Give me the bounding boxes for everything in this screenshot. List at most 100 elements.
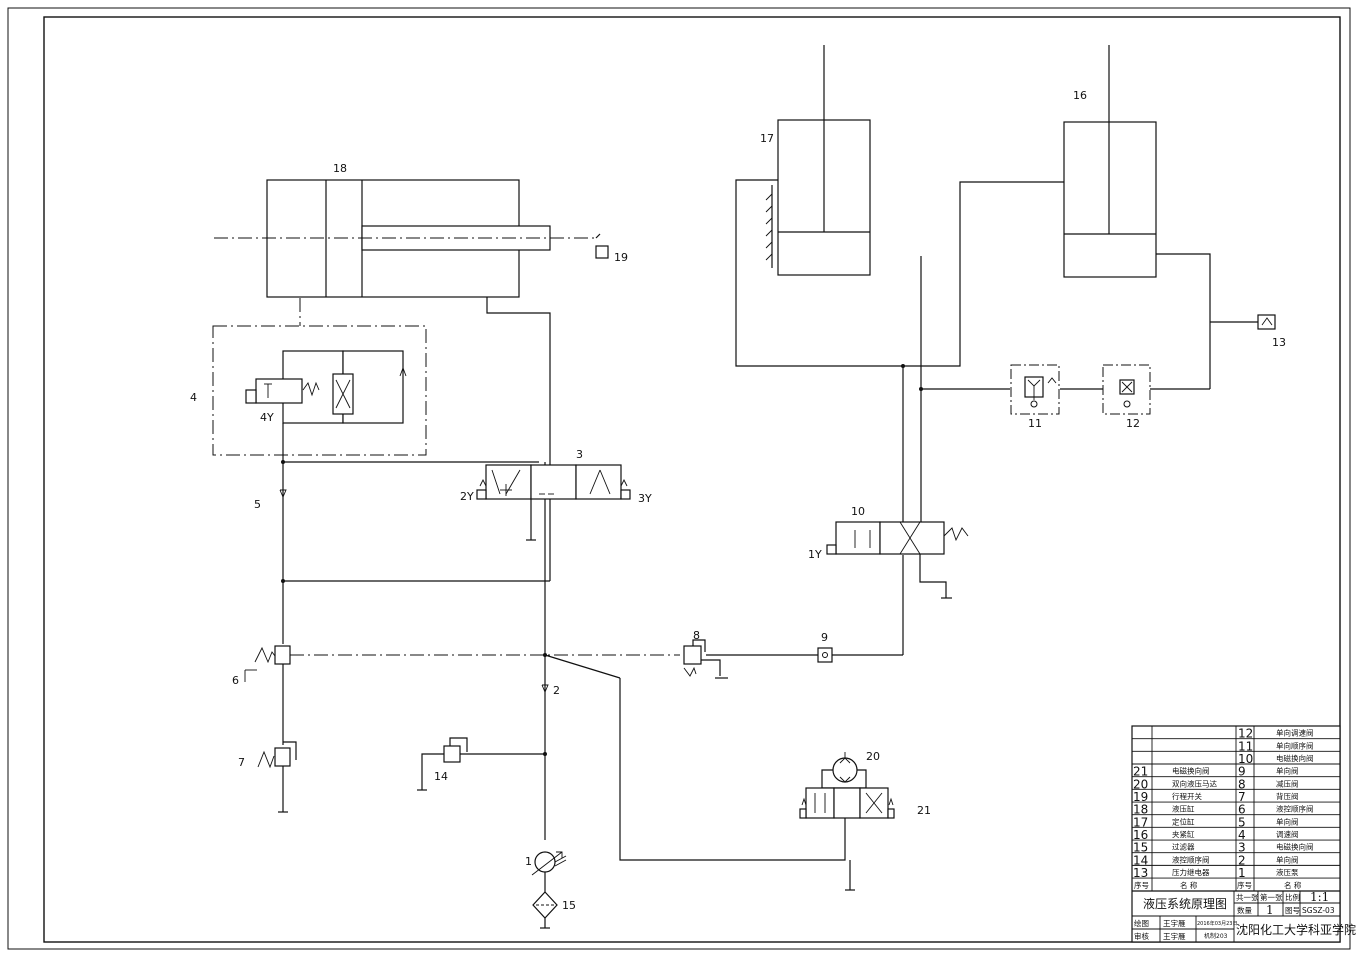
label-15: 15: [562, 899, 576, 912]
parts-row-number: 14: [1133, 853, 1148, 867]
parts-row-name: 调速阀: [1276, 830, 1299, 839]
parts-row-name: 单向阀: [1276, 766, 1299, 776]
parts-row-number: 13: [1133, 866, 1148, 880]
label-11: 11: [1028, 417, 1042, 430]
label-7: 7: [238, 756, 245, 769]
parts-row-name: 定位缸: [1172, 816, 1195, 826]
label-20: 20: [866, 750, 880, 763]
label-4y: 4Y: [260, 411, 274, 424]
label-1: 1: [525, 855, 532, 868]
sheets-total: 共一张: [1236, 893, 1259, 902]
parts-row-name: 液压缸: [1172, 804, 1195, 814]
cylinder-18: [214, 179, 609, 298]
parts-row-name: 单向阀: [1276, 816, 1299, 826]
filter-15: [532, 872, 558, 929]
parts-row-number: 18: [1133, 803, 1148, 817]
parts-row-name: 液压泵: [1276, 867, 1299, 877]
label-9: 9: [821, 631, 828, 644]
parts-row-number: 15: [1133, 841, 1148, 855]
drawing-no-label: 图号: [1285, 906, 1300, 915]
school-name: 沈阳化工大学科亚学院: [1236, 922, 1356, 937]
parts-row-number: 9: [1238, 765, 1246, 779]
parts-list: 序号 名 称 序号 名 称: [1131, 725, 1341, 943]
parts-row-number: 3: [1238, 841, 1246, 855]
title-block: 液压系统原理图 共一张 第一张 比例 1:1 数量 1 图号 SGSZ-03 绘…: [1132, 890, 1356, 942]
valve-12: [1102, 364, 1151, 415]
parts-row-number: 17: [1133, 815, 1148, 829]
label-19: 19: [614, 251, 628, 264]
drawing-title: 液压系统原理图: [1143, 896, 1227, 911]
parts-row-number: 20: [1133, 777, 1148, 791]
label-17: 17: [760, 132, 774, 145]
valve-6: [244, 645, 291, 745]
drawing-no: SGSZ-03: [1302, 906, 1335, 915]
parts-row-name: 减压阀: [1276, 778, 1299, 788]
parts-row-name: 电磁换向阀: [1172, 766, 1210, 776]
parts-row-name: 单向调速阀: [1276, 728, 1314, 738]
label-6: 6: [232, 674, 239, 687]
parts-row-number: 4: [1238, 828, 1246, 842]
parts-row-number: 16: [1133, 828, 1148, 842]
cylinder-16: [1063, 45, 1157, 278]
parts-row-number: 12: [1238, 727, 1253, 741]
valve-8: [683, 639, 728, 679]
cylinder-17: [765, 45, 871, 276]
label-12: 12: [1126, 417, 1140, 430]
label-3: 3: [576, 448, 583, 461]
label-1y: 1Y: [808, 548, 822, 561]
parts-row-name: 电磁换向阀: [1276, 842, 1314, 852]
outer-frame: [7, 7, 1351, 950]
label-2: 2: [553, 684, 560, 697]
motor-20: [821, 752, 867, 789]
label-13: 13: [1272, 336, 1286, 349]
parts-row-number: 7: [1238, 790, 1246, 804]
label-10: 10: [851, 505, 865, 518]
parts-row-name: 液控顺序阀: [1276, 804, 1314, 814]
valve-14: [417, 737, 545, 791]
label-8: 8: [693, 629, 700, 642]
label-4: 4: [190, 391, 197, 404]
parts-row-name: 双向液压马达: [1172, 778, 1217, 788]
parts-row-name: 单向阀: [1276, 854, 1299, 864]
speed-valve-group-4: [212, 298, 427, 456]
label-16: 16: [1073, 89, 1087, 102]
pipes-right: [735, 179, 1276, 522]
class-name: 机制203: [1204, 932, 1228, 940]
parts-row-name: 液控顺序阀: [1172, 854, 1210, 864]
check-valve-9: [817, 647, 833, 663]
scale-label: 比例: [1285, 892, 1300, 902]
parts-row-name: 行程开关: [1172, 791, 1202, 801]
label-18: 18: [333, 162, 347, 175]
parts-row-number: 6: [1238, 803, 1246, 817]
label-21: 21: [917, 804, 931, 817]
inner-frame: [43, 16, 1341, 943]
parts-row-number: 8: [1238, 777, 1246, 791]
header-no-right: 序号: [1237, 880, 1252, 890]
parts-row-number: 11: [1238, 739, 1253, 753]
label-3y: 3Y: [638, 492, 652, 505]
parts-row-number: 5: [1238, 815, 1246, 829]
parts-row-number: 10: [1238, 752, 1253, 766]
parts-row-number: 2: [1238, 853, 1246, 867]
parts-row-name: 电磁换向阀: [1276, 753, 1314, 763]
valve-21: [799, 787, 895, 891]
parts-row-name: 背压阀: [1276, 791, 1299, 801]
valve-7: [257, 741, 297, 813]
header-name-left: 名 称: [1180, 880, 1198, 890]
label-2y: 2Y: [460, 490, 474, 503]
parts-row-number: 21: [1133, 765, 1148, 779]
sheet-number: 第一张: [1260, 892, 1283, 902]
valve-10: [826, 521, 969, 599]
qty-value: 1: [1266, 903, 1274, 917]
parts-row-name: 过滤器: [1172, 842, 1195, 852]
scale-value: 1:1: [1310, 890, 1329, 904]
pipes-left: [279, 297, 904, 861]
valve-11: [1010, 364, 1060, 415]
parts-row-name: 夹紧缸: [1172, 829, 1195, 839]
pump-1: [531, 851, 567, 876]
parts-row-name: 单向顺序阀: [1276, 740, 1314, 750]
header-no-left: 序号: [1134, 880, 1149, 890]
drawn-date: 2016年03月23日: [1197, 920, 1237, 927]
drawn-label: 绘图: [1134, 918, 1149, 928]
label-14: 14: [434, 770, 448, 783]
